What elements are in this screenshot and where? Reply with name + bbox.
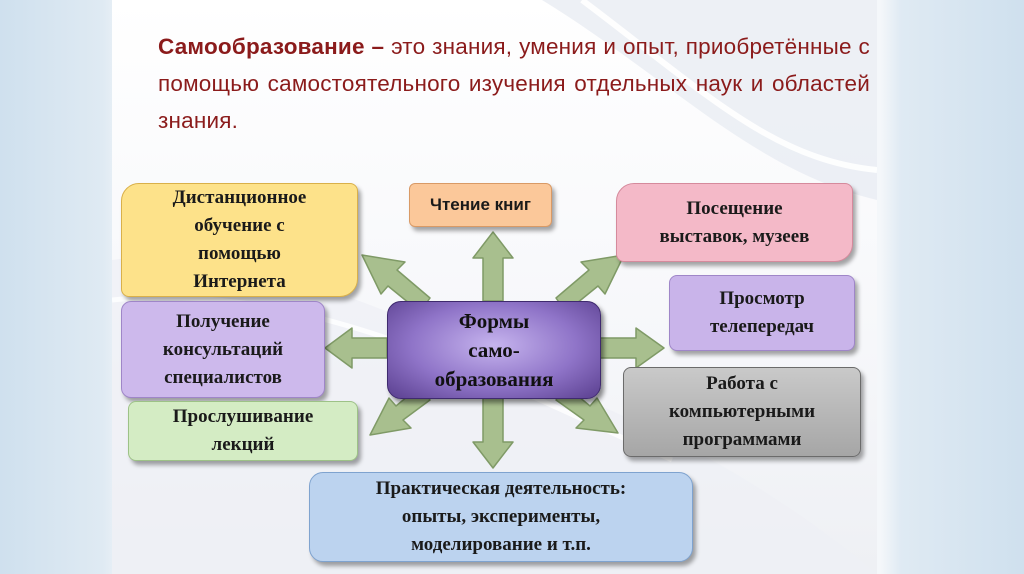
form-consultations: Получение консультаций специалистов: [121, 301, 325, 398]
definition: это знания, умения и опыт, приобретённые…: [158, 34, 870, 133]
form-distance-learning: Дистанционное обучение с помощью Интерне…: [121, 183, 358, 297]
form-reading-label: Чтение книг: [430, 195, 531, 214]
arrow-down: [472, 396, 514, 469]
center-label: Формы само- образования: [434, 308, 554, 391]
form-consultations-label: Получение консультаций специалистов: [162, 310, 284, 388]
arrow-left: [324, 327, 388, 369]
form-lectures-label: Прослушивание лекций: [172, 406, 314, 455]
form-tv-programs: Просмотр телепередач: [669, 275, 855, 351]
arrow-up: [472, 231, 514, 302]
form-visiting-exhibitions: Посещение выставок, музеев: [616, 183, 853, 262]
form-computer-programs: Работа с компьютерными программами: [623, 367, 861, 457]
form-practice-label: Практическая деятельность: опыты, экспер…: [375, 478, 627, 555]
form-tv-label: Просмотр телепередач: [709, 288, 815, 337]
center-node: Формы само- образования: [387, 301, 601, 399]
definition-text: Самообразование – это знания, умения и о…: [158, 28, 870, 139]
term-dash: –: [364, 34, 392, 59]
form-practical-activity: Практическая деятельность: опыты, экспер…: [309, 472, 693, 562]
arrow-up-left: [361, 254, 431, 313]
form-distance-label: Дистанционное обучение с помощью Интерне…: [172, 187, 307, 292]
form-computer-label: Работа с компьютерными программами: [668, 373, 816, 450]
form-lectures: Прослушивание лекций: [128, 401, 358, 461]
term: Самообразование: [158, 34, 365, 59]
form-reading-books: Чтение книг: [409, 183, 552, 227]
arrow-up-right: [555, 254, 625, 313]
form-visits-label: Посещение выставок, музеев: [659, 197, 810, 247]
arrow-right: [598, 327, 665, 369]
